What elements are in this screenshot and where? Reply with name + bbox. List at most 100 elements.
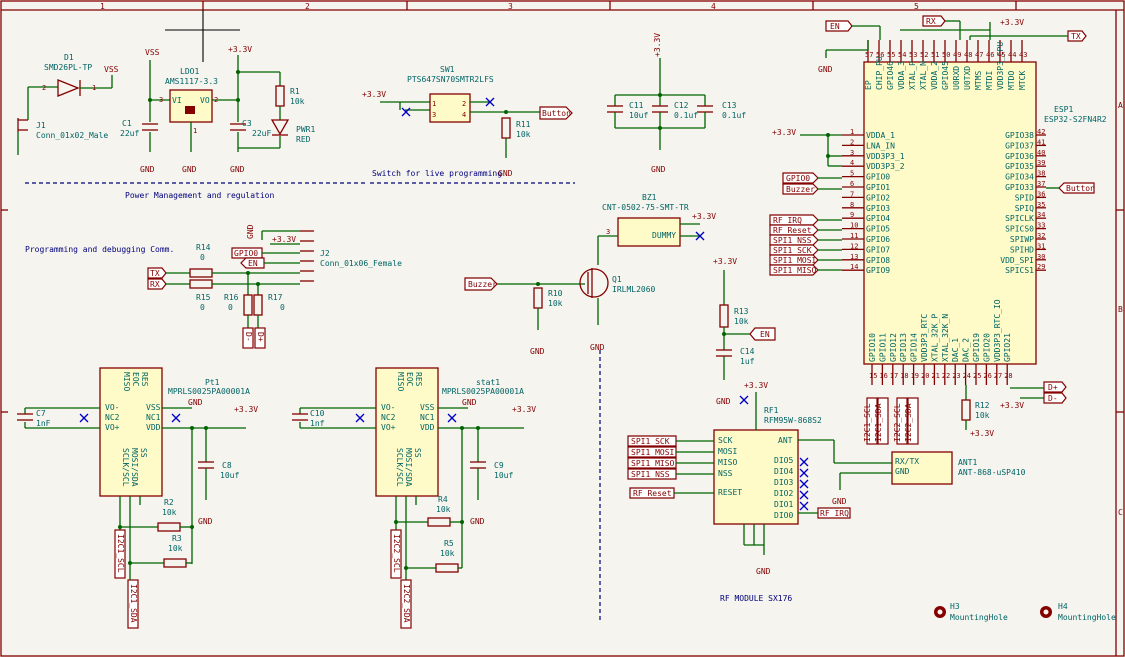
svg-text:10uf: 10uf [629, 111, 648, 120]
esp-top-pin-number: 54 [898, 51, 906, 59]
svg-text:R17: R17 [268, 293, 283, 302]
esp-left-pin-name: GPIO7 [866, 245, 890, 254]
esp-bottom-pin-name: VDD3P3_RTC [920, 314, 929, 362]
esp-bottom-pin-number: 22 [942, 372, 950, 380]
svg-text:EOC: EOC [131, 372, 140, 387]
esp-left-pin-number: 3 [850, 149, 854, 157]
svg-text:R3: R3 [172, 534, 182, 543]
svg-text:NC1: NC1 [146, 413, 161, 422]
i2c1-scl-net-label [114, 529, 126, 579]
svg-text:AMS1117-3.3: AMS1117-3.3 [165, 77, 218, 86]
esp-top-pin-name: VDDA_2 [930, 61, 939, 90]
svg-text:C13: C13 [722, 101, 737, 110]
tx-net-label-j2 [147, 267, 167, 279]
svg-text:1: 1 [193, 127, 197, 135]
esp-bottom-pin-number: 21 [931, 372, 939, 380]
svg-text:GND: GND [246, 224, 255, 239]
svg-text:C1: C1 [122, 119, 132, 128]
antenna-ant1: RX/TX GND ANT1 ANT-868-uSP410 [891, 451, 1026, 485]
svg-text:SPI1_SCK: SPI1_SCK [631, 437, 670, 446]
esp-top-pin-number: 44 [1008, 51, 1016, 59]
svg-text:+3.3V: +3.3V [362, 90, 386, 99]
esp-right-pin-name: SPICLK [1005, 214, 1034, 223]
esp-top-pin-name: MTDI [985, 71, 994, 90]
svg-text:VO: VO [200, 96, 210, 105]
svg-text:GND: GND [140, 165, 155, 174]
esp-bottom-pin-name: GPIO11 [878, 333, 887, 362]
esp-left-pin-number: 4 [850, 159, 854, 167]
svg-text:1: 1 [432, 100, 436, 108]
esp-bottom-pin-number: 24 [963, 372, 971, 380]
svg-text:D+: D+ [1048, 383, 1058, 392]
svg-text:H4: H4 [1058, 602, 1068, 611]
i2c1-sda-label-esp [877, 397, 889, 445]
svg-text:3: 3 [606, 228, 610, 236]
esp-right-pin-number: 30 [1037, 253, 1045, 261]
svg-text:0: 0 [200, 303, 205, 312]
svg-text:GND: GND [895, 467, 910, 476]
row-c-label: C [1118, 508, 1123, 517]
row-a-label: A [1118, 101, 1123, 110]
svg-text:DIO2: DIO2 [774, 489, 793, 498]
esp-left-pin-name: GPIO1 [866, 183, 890, 192]
esp-bottom-pin-name: DAC_1 [951, 338, 960, 362]
svg-text:R10: R10 [548, 289, 563, 298]
svg-text:SW1: SW1 [440, 65, 455, 74]
svg-text:SPI1_NSS: SPI1_NSS [773, 236, 812, 245]
svg-text:I2C2_SCL: I2C2_SCL [893, 403, 902, 442]
esp-right-pin-number: 32 [1037, 232, 1045, 240]
rf-module-rf1: SCK MOSI MISO NSS RESET ANT DIO5 DIO4 DI… [713, 406, 822, 525]
esp-bottom-pin-number: 27 [994, 372, 1002, 380]
svg-text:DUMMY: DUMMY [652, 231, 676, 240]
svg-text:I2C1_SCL: I2C1_SCL [116, 534, 125, 573]
svg-text:C10: C10 [310, 409, 325, 418]
esp-right-pin-number: 40 [1037, 149, 1045, 157]
dminus-net-label-esp [1043, 392, 1067, 404]
svg-text:ANT: ANT [778, 436, 793, 445]
svg-text:GND: GND [756, 567, 771, 576]
svg-text:3: 3 [432, 111, 436, 119]
switch-section-title: Switch for live programming [372, 169, 502, 178]
esp-top-pin-number: 49 [953, 51, 961, 59]
svg-text:DIO0: DIO0 [774, 511, 793, 520]
esp-top-pin-number: 50 [942, 51, 950, 59]
svg-text:MPRLS0025PA00001A: MPRLS0025PA00001A [168, 387, 250, 396]
esp-right-pin-name: SPIHD [1010, 245, 1034, 254]
svg-text:I2C2_SDA: I2C2_SDA [402, 584, 411, 623]
esp-right-pin-name: SPIQ [1015, 204, 1034, 213]
svg-text:ANT-868-uSP410: ANT-868-uSP410 [958, 468, 1026, 477]
esp-left-pin-name: GPIO0 [866, 173, 890, 182]
esp-right-pin-number: 42 [1037, 128, 1045, 136]
svg-text:NSS: NSS [718, 469, 733, 478]
svg-text:R1: R1 [290, 87, 300, 96]
svg-text:0.1uf: 0.1uf [674, 111, 698, 120]
svg-text:DIO5: DIO5 [774, 456, 793, 465]
svg-text:0.1uf: 0.1uf [722, 111, 746, 120]
spi1-mosi-label-esp [769, 254, 819, 266]
mosfet-q1: Q1 IRLML2060 [579, 268, 656, 298]
svg-text:C12: C12 [674, 101, 689, 110]
esp-left-pin-name: GPIO8 [866, 256, 890, 265]
esp-top-pin-number: 55 [887, 51, 895, 59]
esp-right-pin-name: SPID [1015, 193, 1034, 202]
svg-text:RF_IRQ: RF_IRQ [820, 509, 849, 518]
spi1-sck-label-rf [627, 435, 677, 447]
svg-text:4: 4 [462, 111, 466, 119]
col-1-label: 1 [100, 2, 105, 11]
svg-text:GND: GND [188, 398, 203, 407]
esp-top-pin-name: GPIO45 [941, 61, 950, 90]
rf-reset-label-rf [629, 487, 675, 499]
rf-reset-label-esp [769, 224, 819, 236]
esp-right-pin-number: 38 [1037, 170, 1045, 178]
esp-bottom-pin-name: XTAL_32K_P [930, 314, 939, 362]
esp-top-pin-name: VDD3P3_CPU [996, 42, 1005, 90]
i2c2-scl-net-label [390, 529, 402, 579]
esp-left-pin-name: GPIO9 [866, 266, 890, 275]
gpio0-net-label-esp [782, 172, 819, 184]
svg-text:MPRLS0025PA00001A: MPRLS0025PA00001A [442, 387, 524, 396]
rf-irq-label-esp [769, 214, 819, 226]
svg-text:RED: RED [296, 135, 311, 144]
svg-text:GND: GND [818, 65, 833, 74]
sensor-stat1: VO- NC2 VO+ VSS NC1 VDD MISO EOC RES SCL… [375, 367, 524, 497]
